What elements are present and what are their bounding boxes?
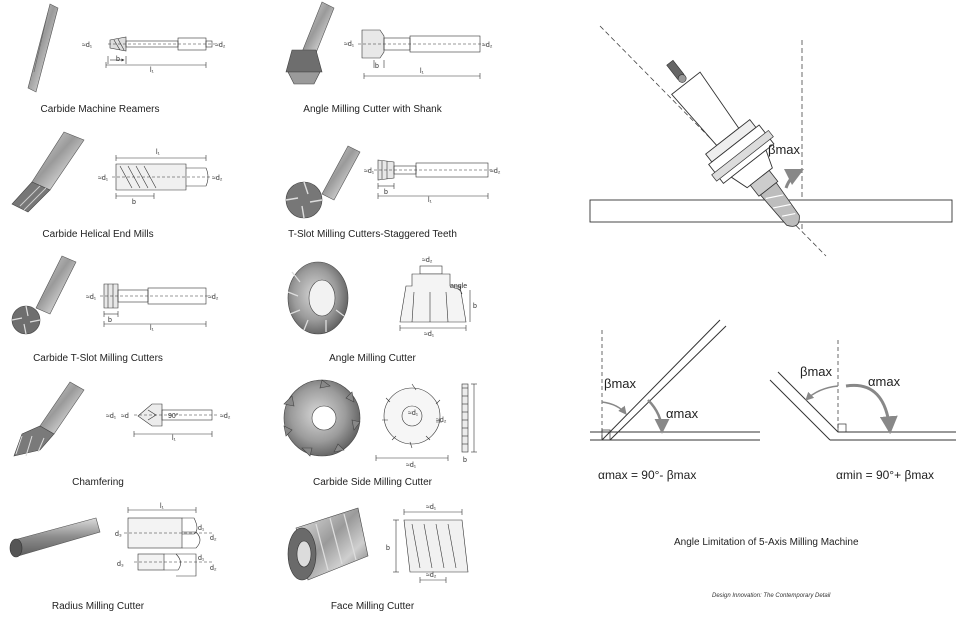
- machine-diagram: βmax: [580, 0, 960, 300]
- dim-label: l₁: [156, 149, 161, 156]
- dim-label: ≈d₁: [86, 294, 97, 301]
- dim-label: ≈d: [121, 413, 129, 420]
- tool-chamfering: ≈d₁ ≈d 90° ≈d₂ l₁ Chamfering: [0, 376, 231, 496]
- tool-angle-milling-cutter-shank: ≈d₁ ≈d₂ b l₁ Angle Milling Cutter with S…: [270, 0, 520, 120]
- dim-label: ≈d₂: [426, 572, 437, 579]
- tool-radius-milling: l₁ d₃ d₁ d₂ d₃ d₁ d₂ Radius Milling Cutt…: [0, 500, 230, 620]
- dim-label: l₁: [150, 67, 155, 74]
- tool-caption: Chamfering: [72, 477, 124, 488]
- dim-label: l₁: [420, 68, 425, 75]
- dim-label: b: [116, 56, 120, 63]
- tool-caption: T-Slot Milling Cutters-Staggered Teeth: [288, 229, 457, 240]
- dim-label: b: [108, 317, 112, 324]
- tool-carbide-helical-end-mills: l₁ ≈d₁ ≈d₂ b Carbide Helical End Mills: [0, 128, 230, 248]
- dim-label: ≈d₁: [98, 175, 109, 182]
- tool-caption: Angle Milling Cutter: [329, 353, 416, 364]
- tool-caption: Carbide T-Slot Milling Cutters: [33, 353, 163, 364]
- beta-max-label: βmax: [604, 376, 637, 391]
- dim-label: ≈d₁: [106, 413, 117, 420]
- dim-label: ≈d₁: [364, 168, 375, 175]
- dim-label: d₃: [117, 561, 124, 568]
- radius-milling-illustration: l₁ d₃ d₁ d₂ d₃ d₁ d₂: [9, 503, 217, 577]
- alpha-max-label: αmax: [666, 406, 699, 421]
- tool-t-slot-staggered: ≈d₁ ≈d₂ b l₁ T-Slot Milling Cutters-Stag…: [270, 128, 520, 248]
- dim-label: ≈d₁: [426, 504, 437, 511]
- tool-carbide-side-milling: ≈d₂ ≈d₁ ≈d₁ b Carbide Side Milling Cutte…: [270, 376, 520, 496]
- dim-label: ≈d₁: [406, 462, 417, 469]
- angle-diagram-right: βmax αmax: [760, 310, 960, 490]
- dim-label: ≈d₁: [82, 42, 93, 49]
- beta-max-label: βmax: [768, 142, 801, 157]
- dim-label: b: [473, 303, 477, 310]
- dim-label: b: [384, 189, 388, 196]
- dim-label: b: [386, 545, 390, 552]
- alpha-max-equation: αmax = 90°- βmax: [598, 468, 697, 482]
- dim-label: ≈d₂: [212, 175, 223, 182]
- five-axis-spindle-illustration: βmax: [589, 25, 953, 257]
- t-slot-staggered-illustration: ≈d₁ ≈d₂ b l₁: [285, 145, 501, 219]
- dim-label: b: [375, 63, 379, 70]
- tool-caption: Carbide Side Milling Cutter: [313, 477, 432, 488]
- dim-label: ≈d₂: [482, 42, 493, 49]
- dim-label: l₁: [172, 435, 177, 442]
- dim-label: d₃: [115, 531, 122, 538]
- tool-carbide-t-slot: ≈d₁ ≈d₂ b l₁ Carbide T-Slot Milling Cutt…: [0, 252, 230, 372]
- dim-label: 90°: [168, 412, 179, 420]
- machine-caption: Angle Limitation of 5-Axis Milling Machi…: [674, 537, 859, 548]
- dim-label: d₁: [198, 525, 205, 532]
- angle-shank-illustration: ≈d₁ ≈d₂ b l₁: [285, 1, 493, 85]
- side-milling-illustration: ≈d₂ ≈d₁ ≈d₁ b: [283, 379, 477, 469]
- dim-label: ≈d₁: [408, 410, 419, 417]
- tool-caption: Face Milling Cutter: [330, 601, 415, 612]
- tool-caption: Angle Milling Cutter with Shank: [303, 104, 442, 115]
- dim-label: ≈d₂: [215, 42, 226, 49]
- dim-label: d₂: [210, 565, 217, 572]
- beta-max-label: βmax: [800, 364, 833, 379]
- dim-label: d₂: [210, 535, 217, 542]
- alpha-min-angle-illustration: βmax αmax: [769, 340, 956, 441]
- tool-caption: Carbide Machine Reamers: [40, 104, 160, 115]
- alpha-max-label: αmax: [868, 374, 901, 389]
- dim-label: ≈d₂: [436, 417, 447, 424]
- angle-diagram-left: βmax αmax: [580, 310, 770, 490]
- dim-label: d₁: [198, 555, 205, 562]
- dim-label: ≈d₂: [490, 168, 501, 175]
- dim-label: ≈d₂: [422, 257, 433, 264]
- chamfering-illustration: ≈d₁ ≈d 90° ≈d₂ l₁: [13, 381, 231, 457]
- carbide-t-slot-illustration: ≈d₁ ≈d₂ b l₁: [11, 255, 219, 335]
- dim-label: ≈d₂: [220, 413, 231, 420]
- face-milling-illustration: ≈d₁ b ≈d₂: [287, 504, 469, 583]
- angle-milling-cutter-illustration: ≈d₂ angle b ≈d₁: [287, 257, 477, 338]
- dim-label: l₁: [160, 503, 165, 510]
- alpha-min-equation: αmin = 90°+ βmax: [836, 468, 935, 482]
- tool-caption: Radius Milling Cutter: [51, 601, 145, 612]
- dim-label: b: [463, 457, 467, 464]
- helical-end-mill-illustration: l₁ ≈d₁ ≈d₂ b: [11, 131, 223, 213]
- dim-label: angle: [450, 283, 467, 290]
- alpha-max-angle-illustration: βmax αmax: [590, 319, 760, 441]
- tool-carbide-machine-reamers: ≈d₁ ≈d₂ b l₁ Carbide Machine Reamers: [0, 0, 230, 120]
- reamer-illustration: ≈d₁ ≈d₂ b l₁: [27, 3, 226, 93]
- credit-line: Design Innovation: The Contemporary Deta…: [712, 593, 831, 599]
- tool-caption: Carbide Helical End Mills: [42, 229, 154, 240]
- dim-label: ≈d₁: [424, 331, 435, 338]
- dim-label: ≈d₁: [344, 41, 355, 48]
- tool-face-milling: ≈d₁ b ≈d₂ Face Milling Cutter: [270, 500, 520, 620]
- dim-label: l₁: [428, 197, 433, 204]
- tool-angle-milling-cutter: ≈d₂ angle b ≈d₁ Angle Milling Cutter: [270, 252, 520, 372]
- dim-label: b: [132, 199, 136, 206]
- dim-label: l₁: [150, 325, 155, 332]
- dim-label: ≈d₂: [208, 294, 219, 301]
